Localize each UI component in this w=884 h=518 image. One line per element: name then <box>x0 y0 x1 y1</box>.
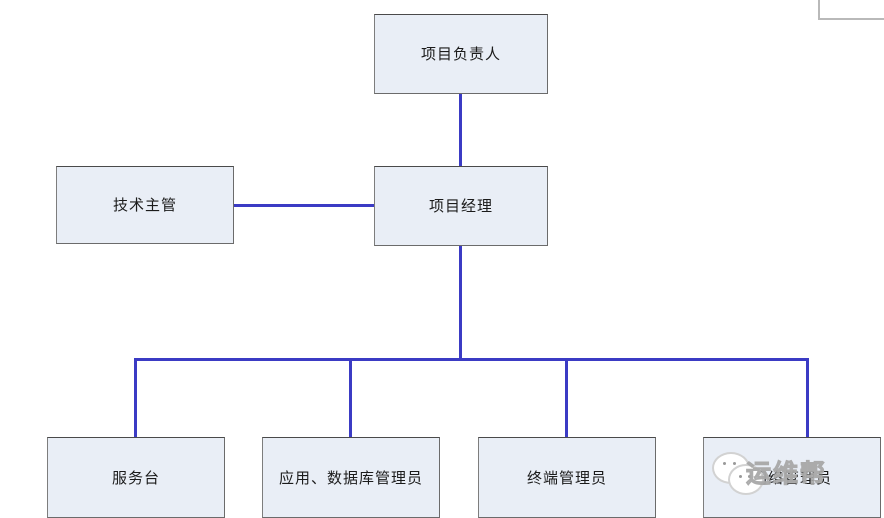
node-project-leader-label: 项目负责人 <box>420 45 501 63</box>
node-app-db-admin-label: 应用、数据库管理员 <box>278 468 423 487</box>
connector-bus-to-terminal-admin <box>565 358 568 439</box>
node-technical-supervisor-label: 技术主管 <box>112 196 177 214</box>
node-service-desk-label: 服务台 <box>111 468 160 487</box>
node-project-manager[interactable]: 项目经理 <box>374 166 548 246</box>
node-project-leader[interactable]: 项目负责人 <box>374 14 548 94</box>
node-terminal-admin-label: 终端管理员 <box>526 468 607 487</box>
corner-line-artifact <box>818 0 884 20</box>
node-project-manager-label: 项目经理 <box>428 197 493 215</box>
connector-tech-to-manager <box>233 204 376 207</box>
node-network-admin[interactable]: 网络管理员 <box>703 437 881 518</box>
node-network-admin-label: 网络管理员 <box>751 468 832 487</box>
connector-horizontal-bus <box>135 358 808 361</box>
node-terminal-admin[interactable]: 终端管理员 <box>478 437 656 518</box>
connector-bus-to-network-admin <box>806 358 809 439</box>
connector-bus-to-service-desk <box>134 358 137 439</box>
connector-bus-to-app-db-admin <box>349 358 352 439</box>
node-service-desk[interactable]: 服务台 <box>47 437 225 518</box>
node-technical-supervisor[interactable]: 技术主管 <box>56 166 234 244</box>
connector-manager-to-bus <box>459 245 462 361</box>
connector-leader-to-manager <box>459 93 462 168</box>
node-app-db-admin[interactable]: 应用、数据库管理员 <box>262 437 440 518</box>
